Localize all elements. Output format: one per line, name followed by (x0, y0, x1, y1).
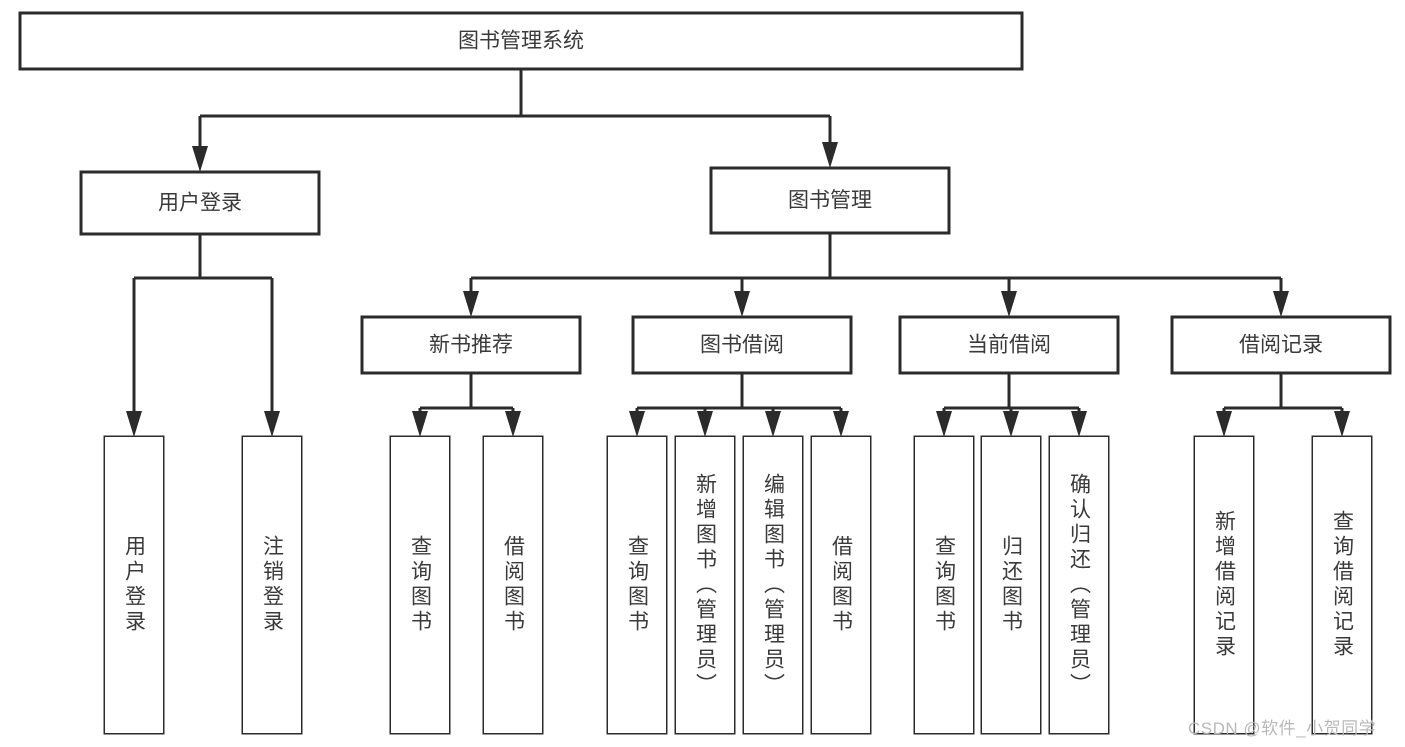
leaf-node-leaf-cur-return[interactable]: 归还图书 (982, 437, 1040, 733)
leaf-label-leaf-cur-query: 查询图书 (932, 535, 956, 635)
node-label-root: 图书管理系统 (458, 30, 584, 53)
leaf-node-leaf-borrow-add[interactable]: 新增图书（管理员） (676, 437, 734, 733)
leaf-node-leaf-borrow-edit[interactable]: 编辑图书（管理员） (744, 437, 802, 733)
node-box-book-borrow[interactable] (631, 315, 853, 375)
leaf-label-leaf-rec-query: 查询图书 (408, 535, 432, 635)
connector-layer (126, 69, 1350, 437)
arrow-head-icon-leaf-cur-confirm (1071, 411, 1087, 437)
leaf-node-leaf-user-logout[interactable]: 注销登录 (243, 437, 301, 733)
arrow-head-icon-borrow-record (1273, 291, 1289, 317)
node-box-current-borrow[interactable] (898, 315, 1120, 375)
leaf-label-leaf-rec-search: 查询借阅记录 (1330, 510, 1354, 660)
node-label-book-borrow: 图书借阅 (700, 334, 784, 357)
node-box-root[interactable] (18, 11, 1024, 71)
arrow-head-icon-leaf-borrow-add (697, 411, 713, 437)
arrow-head-icon-new-book-rec (463, 291, 479, 317)
leaf-label-leaf-rec-add: 新增借阅记录 (1212, 510, 1236, 660)
leaf-node-leaf-rec-search[interactable]: 查询借阅记录 (1313, 437, 1371, 733)
leaf-label-leaf-cur-return: 归还图书 (999, 535, 1023, 635)
arrow-head-icon-leaf-borrow-query (629, 411, 645, 437)
leaf-node-leaf-cur-confirm[interactable]: 确认归还（管理员） (1050, 437, 1108, 733)
arrow-head-icon-leaf-borrow-edit (765, 411, 781, 437)
node-label-borrow-record: 借阅记录 (1239, 334, 1323, 357)
leaf-label-leaf-borrow-add: 新增图书（管理员） (693, 472, 717, 698)
arrow-head-icon-leaf-rec-search (1334, 411, 1350, 437)
node-label-book-manage: 图书管理 (788, 189, 872, 212)
leaf-label-leaf-user-logout: 注销登录 (260, 535, 284, 635)
node-box-borrow-record[interactable] (1170, 315, 1392, 375)
arrow-head-icon-book-borrow (734, 291, 750, 317)
arrow-head-icon-leaf-borrow-lend (833, 411, 849, 437)
leaf-node-leaf-borrow-lend[interactable]: 借阅图书 (812, 437, 870, 733)
node-box-new-book-rec[interactable] (360, 315, 582, 375)
arrow-head-icon-leaf-user-login (126, 411, 142, 437)
leaf-label-leaf-borrow-lend: 借阅图书 (829, 535, 853, 635)
arrow-head-icon-leaf-user-logout (264, 411, 280, 437)
arrow-head-icon-current-borrow (1001, 291, 1017, 317)
leaf-node-leaf-user-login[interactable]: 用户登录 (105, 437, 163, 733)
node-box-user-login[interactable] (79, 170, 321, 236)
arrow-head-icon-book-manage (822, 142, 838, 168)
leaf-label-leaf-borrow-query: 查询图书 (625, 535, 649, 635)
node-label-current-borrow: 当前借阅 (967, 334, 1051, 357)
leaf-node-leaf-rec-borrow[interactable]: 借阅图书 (484, 437, 542, 733)
leaf-label-leaf-cur-confirm: 确认归还（管理员） (1067, 472, 1091, 698)
arrow-head-icon-user-login (192, 146, 208, 172)
node-box-book-manage[interactable] (709, 166, 951, 235)
leaf-node-leaf-borrow-query[interactable]: 查询图书 (608, 437, 666, 733)
arrow-head-icon-leaf-cur-return (1003, 411, 1019, 437)
leaf-label-leaf-borrow-edit: 编辑图书（管理员） (761, 472, 785, 698)
leaf-label-leaf-user-login: 用户登录 (122, 535, 146, 635)
arrow-head-icon-leaf-rec-add (1216, 411, 1232, 437)
leaf-node-leaf-rec-add[interactable]: 新增借阅记录 (1195, 437, 1253, 733)
arrow-head-icon-leaf-rec-query (412, 411, 428, 437)
arrow-head-icon-leaf-rec-borrow (505, 411, 521, 437)
leaf-label-leaf-rec-borrow: 借阅图书 (501, 535, 525, 635)
node-label-user-login: 用户登录 (158, 192, 242, 215)
node-label-new-book-rec: 新书推荐 (429, 334, 513, 357)
arrow-head-icon-leaf-cur-query (936, 411, 952, 437)
leaf-node-leaf-cur-query[interactable]: 查询图书 (915, 437, 973, 733)
leaf-node-leaf-rec-query[interactable]: 查询图书 (391, 437, 449, 733)
